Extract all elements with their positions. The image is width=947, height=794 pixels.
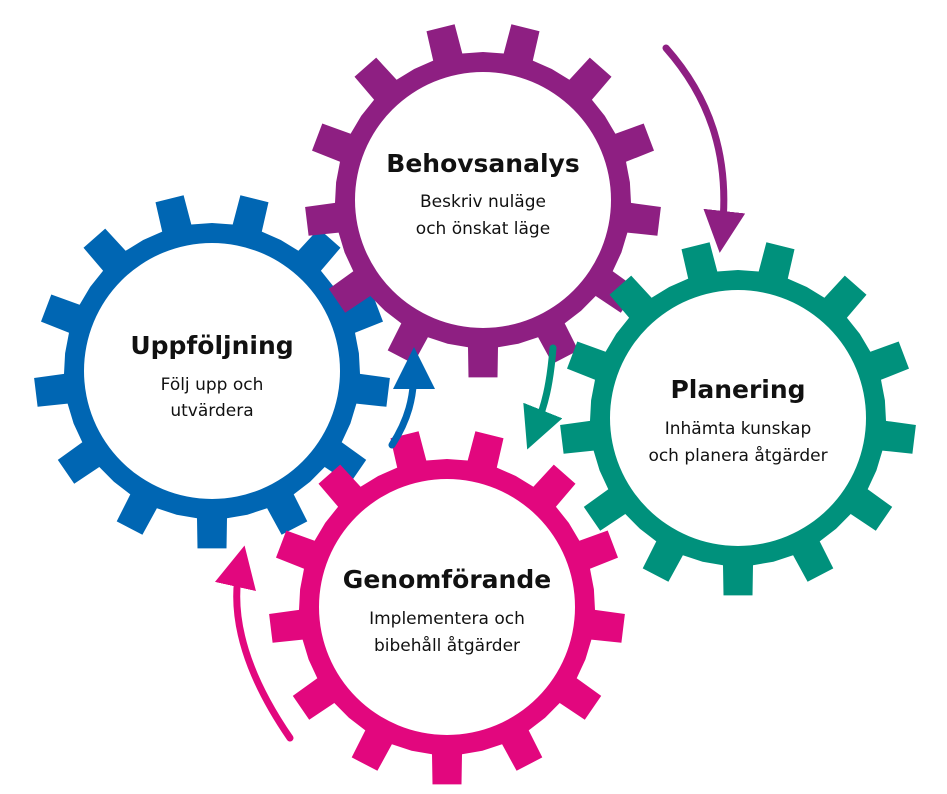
gear-description-uppfoljning-line1: Följ upp och (161, 375, 264, 395)
gear-uppfoljning: Uppföljning Följ upp och utvärdera (34, 195, 390, 549)
gear-behovsanalys: Behovsanalys Beskriv nuläge och önskat l… (305, 24, 661, 378)
gear-title-genomforande: Genomförande (343, 565, 551, 594)
gear-description-genomforande-line1: Implementera och (369, 609, 525, 629)
gear-description-genomforande-line2: bibehåll åtgärder (374, 635, 520, 656)
gear-description-planering-line1: Inhämta kunskap (665, 419, 812, 439)
gear-description-planering-line2: och planera åtgärder (648, 445, 827, 466)
gear-planering: Planering Inhämta kunskap och planera åt… (560, 242, 916, 596)
curved-arrow-icon (214, 545, 294, 742)
gear-description-behovsanalys-line1: Beskriv nuläge (420, 192, 546, 212)
gear-description-uppfoljning-line2: utvärdera (170, 401, 253, 421)
gear-genomforande: Genomförande Implementera och bibehåll å… (269, 431, 625, 785)
curved-arrow-icon (662, 44, 746, 253)
gear-description-behovsanalys-line2: och önskat läge (416, 219, 550, 239)
gear-icon (269, 431, 625, 785)
gear-title-uppfoljning: Uppföljning (130, 331, 293, 360)
gear-title-behovsanalys: Behovsanalys (386, 149, 579, 178)
gear-title-planering: Planering (670, 375, 805, 404)
curved-arrow-icon (523, 344, 563, 450)
curved-arrow-icon (388, 347, 435, 449)
